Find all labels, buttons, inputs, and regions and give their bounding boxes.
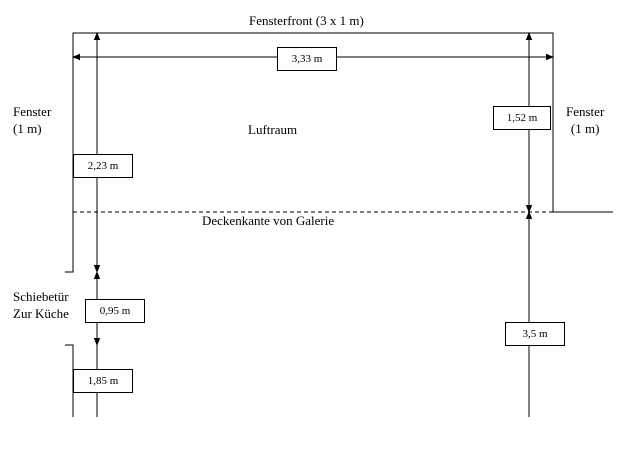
airspace-label: Luftraum (248, 122, 298, 137)
door-dimension-box: 0,95 m (85, 299, 145, 323)
right-upper-dimension-box: 1,52 m (493, 106, 551, 130)
wall-outline (65, 32, 613, 273)
left-lower-dimension-box: 1,85 m (73, 369, 133, 393)
width-dimension-box: 3,33 m (277, 47, 337, 71)
window-right-line1: Fenster (566, 104, 605, 119)
sliding-door-label: Schiebetür Zur Küche (13, 288, 69, 322)
wall-lower-left (65, 344, 74, 417)
window-left-line1: Fenster (13, 104, 52, 119)
window-front-title: Fensterfront (3 x 1 m) (249, 13, 364, 28)
right-lower-dimension-box: 3,5 m (505, 322, 565, 346)
left-upper-dimension-box: 2,23 m (73, 154, 133, 178)
window-left-line2: (1 m) (13, 121, 42, 136)
sliding-door-line2: Zur Küche (13, 306, 69, 321)
gallery-edge-label: Deckenkante von Galerie (202, 213, 335, 228)
window-right-label: Fenster (1 m) (566, 103, 604, 137)
sliding-door-line1: Schiebetür (13, 289, 69, 304)
window-right-line2: (1 m) (570, 121, 600, 136)
window-left-label: Fenster (1 m) (13, 103, 51, 137)
